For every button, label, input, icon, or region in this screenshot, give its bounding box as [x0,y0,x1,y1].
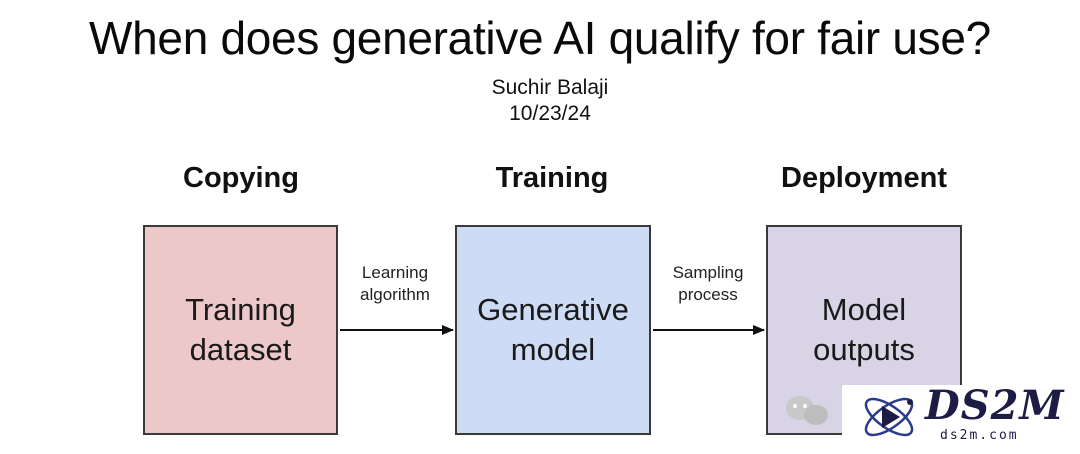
generative-model-box: Generative model [455,225,651,435]
atom-play-logo-icon [864,397,914,437]
training-dataset-label: Training dataset [185,292,296,367]
watermark-site: ds2m.com [940,428,1019,443]
generative-model-label: Generative model [477,292,629,367]
edge-label-learning-algorithm: Learning algorithm [360,263,430,304]
presentation-date: 10/23/24 [509,102,591,125]
watermark-brand: DS2M [925,382,1065,429]
edge-label-sampling-process: Sampling process [672,263,744,304]
watermark-panel [842,385,1072,447]
wechat-icon [786,396,828,425]
stage-heading-copying: Copying [183,162,299,194]
stage-heading-training: Training [495,162,609,194]
author-name: Suchir Balaji [491,76,609,99]
model-outputs-label: Model outputs [813,292,915,367]
training-dataset-box: Training dataset [143,225,338,435]
diagram-title: When does generative AI qualify for fair… [89,12,991,64]
stage-heading-deployment: Deployment [781,162,947,194]
